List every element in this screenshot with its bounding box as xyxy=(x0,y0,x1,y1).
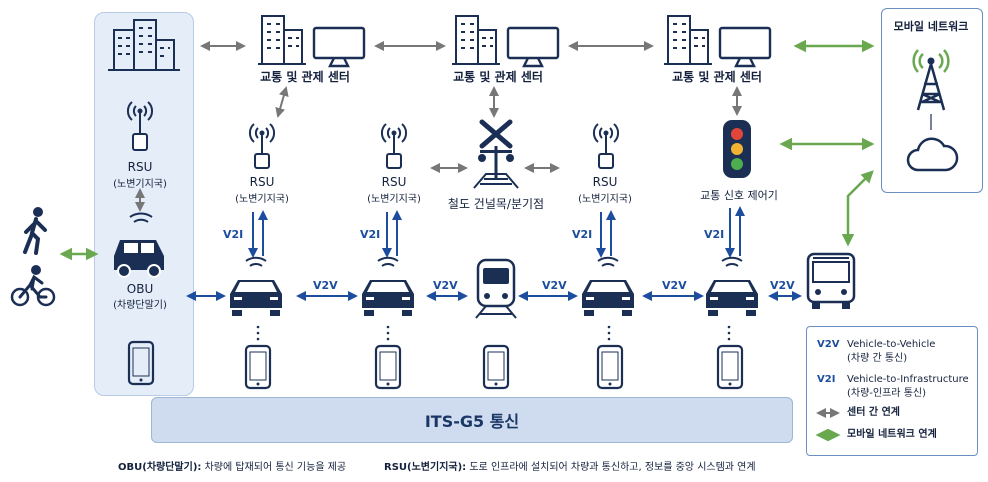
smartphone-icon xyxy=(482,344,510,390)
rsu-title: RSU xyxy=(592,175,618,189)
antenna-icon xyxy=(380,123,408,169)
antenna-icon xyxy=(126,101,154,151)
legend-mobile-link: 모바일 네트워크 연계 xyxy=(847,429,937,440)
smartphone-icon xyxy=(596,344,624,390)
building-icon xyxy=(258,15,366,68)
smartphone-icon xyxy=(244,344,272,390)
obu-title: OBU xyxy=(126,282,154,296)
rsu-subtitle: (노변기지국) xyxy=(578,194,632,205)
rsu-title: RSU xyxy=(127,160,153,174)
v2i-label: V2I xyxy=(360,228,381,241)
train-icon xyxy=(475,258,517,319)
footer-obu-desc: 차량에 탑재되어 통신 기능을 제공 xyxy=(204,462,347,473)
car-icon xyxy=(114,212,164,278)
footer-rsu-note: RSU(노변기지국): 도로 인프라에 설치되어 차량과 통신하고, 정보를 중… xyxy=(384,458,756,473)
v2v-label: V2V xyxy=(770,279,795,292)
car-icon xyxy=(582,256,634,316)
signal-controller-label: 교통 신호 제어기 xyxy=(700,189,778,202)
its-g5-band: ITS-G5 통신 xyxy=(151,397,793,443)
rsu-subtitle: (노변기지국) xyxy=(367,194,421,205)
antenna-icon xyxy=(248,123,276,169)
smartphone-icon xyxy=(716,344,744,390)
rsu-title: RSU xyxy=(381,175,407,189)
v2i-label: V2I xyxy=(223,228,244,241)
car-icon xyxy=(230,256,282,316)
rsu-subtitle: (노변기지국) xyxy=(235,194,289,205)
monitor-icon xyxy=(718,26,772,68)
legend-v2i-key: V2I xyxy=(817,374,836,385)
rsu-subtitle: (노변기지국) xyxy=(113,179,167,190)
pedestrian-icon xyxy=(23,207,47,255)
building-icon xyxy=(108,19,180,71)
footer-rsu-term: RSU(노변기지국): xyxy=(384,462,467,473)
v2v-label: V2V xyxy=(662,279,687,292)
legend-v2i-line1: Vehicle-to-Infrastructure xyxy=(847,374,969,385)
center-rsu-arrow xyxy=(275,86,289,118)
legend-v2v-line1: Vehicle-to-Vehicle xyxy=(847,339,936,350)
smartphone-icon xyxy=(127,340,155,386)
center-title: 교통 및 관제 센터 xyxy=(453,70,543,84)
car-icon xyxy=(706,256,758,316)
v2v-label: V2V xyxy=(542,279,567,292)
footer-obu-term: OBU(차량단말기): xyxy=(118,462,202,473)
center-title: 교통 및 관제 센터 xyxy=(672,70,762,84)
monitor-icon xyxy=(312,26,366,68)
cell-tower-icon xyxy=(912,49,950,111)
mobile-network-title: 모바일 네트워크 xyxy=(893,20,969,33)
mobile-network-panel xyxy=(881,8,983,193)
legend-gray-arrow-icon xyxy=(816,408,840,418)
monitor-icon xyxy=(506,26,560,68)
railway-crossing-icon xyxy=(473,119,519,189)
footer-rsu-desc: 도로 인프라에 설치되어 차량과 통신하고, 정보를 중앙 시스템과 연계 xyxy=(469,462,756,473)
v2i-label: V2I xyxy=(572,228,593,241)
antenna-icon xyxy=(592,123,620,169)
legend-v2v-line2: (차량 간 통신) xyxy=(847,353,908,364)
footer-obu-note: OBU(차량단말기): 차량에 탑재되어 통신 기능을 제공 xyxy=(118,458,346,473)
legend-v2i-line2: (차량-인프라 통신) xyxy=(847,388,926,399)
legend-green-arrow-icon xyxy=(815,428,841,442)
legend: V2V Vehicle-to-Vehicle (차량 간 통신) V2I Veh… xyxy=(806,326,978,456)
cloud-icon xyxy=(906,137,959,172)
building-icon xyxy=(452,15,560,68)
smartphone-icon xyxy=(374,344,402,390)
center-title: 교통 및 관제 센터 xyxy=(260,70,350,84)
rsu-title: RSU xyxy=(249,175,275,189)
legend-v2v-key: V2V xyxy=(817,339,840,350)
obu-subtitle: (차량단말기) xyxy=(113,300,167,311)
cyclist-icon xyxy=(10,265,56,307)
traffic-light-icon xyxy=(723,120,751,178)
bus-mobile-arrow xyxy=(841,170,874,247)
building-icon xyxy=(664,15,772,68)
car-icon xyxy=(362,256,414,316)
v2i-label: V2I xyxy=(704,228,725,241)
legend-center-link: 센터 간 연계 xyxy=(847,407,900,418)
v2v-label: V2V xyxy=(433,279,458,292)
bus-icon xyxy=(806,252,856,309)
v2v-label: V2V xyxy=(313,279,338,292)
its-g5-label: ITS-G5 통신 xyxy=(424,412,520,431)
railway-crossing-label: 철도 건널목/분기점 xyxy=(447,197,545,211)
